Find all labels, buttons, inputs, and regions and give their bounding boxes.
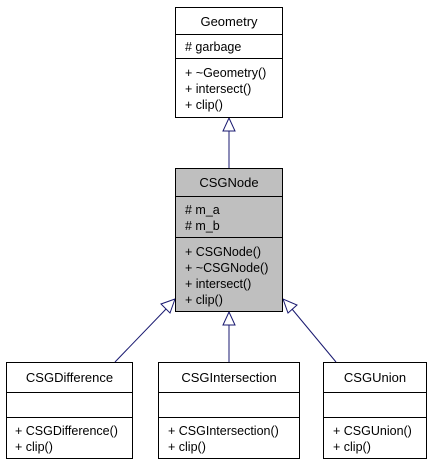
attribute: # m_b (185, 219, 220, 233)
inheritance-arrow-icon (282, 298, 298, 314)
method: + CSGNode() (185, 245, 261, 259)
method: + clip() (168, 440, 206, 454)
class-name: Geometry (200, 14, 258, 29)
method: + ~CSGNode() (185, 261, 268, 275)
class-name: CSGUnion (344, 370, 406, 385)
class-csgdifference[interactable]: CSGDifference + CSGDifference() + clip() (6, 362, 133, 459)
method: + CSGIntersection() (168, 424, 279, 438)
class-name: CSGNode (199, 175, 258, 190)
inheritance-arrow-icon (222, 116, 236, 132)
method: + intersect() (185, 82, 251, 96)
method: + intersect() (185, 277, 251, 291)
class-csgnode[interactable]: CSGNode # m_a # m_b + CSGNode() + ~CSGNo… (175, 168, 283, 312)
class-csgunion[interactable]: CSGUnion + CSGUnion() + clip() (323, 362, 427, 459)
method: + clip() (15, 440, 53, 454)
method: + clip() (185, 293, 223, 307)
edge-csgdifference-to-csgnode (114, 307, 168, 363)
attribute: # m_a (185, 203, 220, 217)
class-name: CSGIntersection (181, 370, 276, 385)
inheritance-arrow-icon (222, 310, 236, 326)
method: + ~Geometry() (185, 66, 266, 80)
class-csgintersection[interactable]: CSGIntersection + CSGIntersection() + cl… (158, 362, 300, 459)
edge-csgunion-to-csgnode (291, 308, 337, 363)
method: + CSGDifference() (15, 424, 118, 438)
method: + CSGUnion() (333, 424, 412, 438)
class-name: CSGDifference (26, 370, 113, 385)
method: + clip() (333, 440, 371, 454)
method: + clip() (185, 98, 223, 112)
inheritance-edges (114, 116, 337, 363)
attribute: # garbage (185, 40, 241, 54)
inheritance-arrow-icon (160, 298, 176, 314)
class-geometry[interactable]: Geometry # garbage + ~Geometry() + inter… (175, 7, 283, 118)
